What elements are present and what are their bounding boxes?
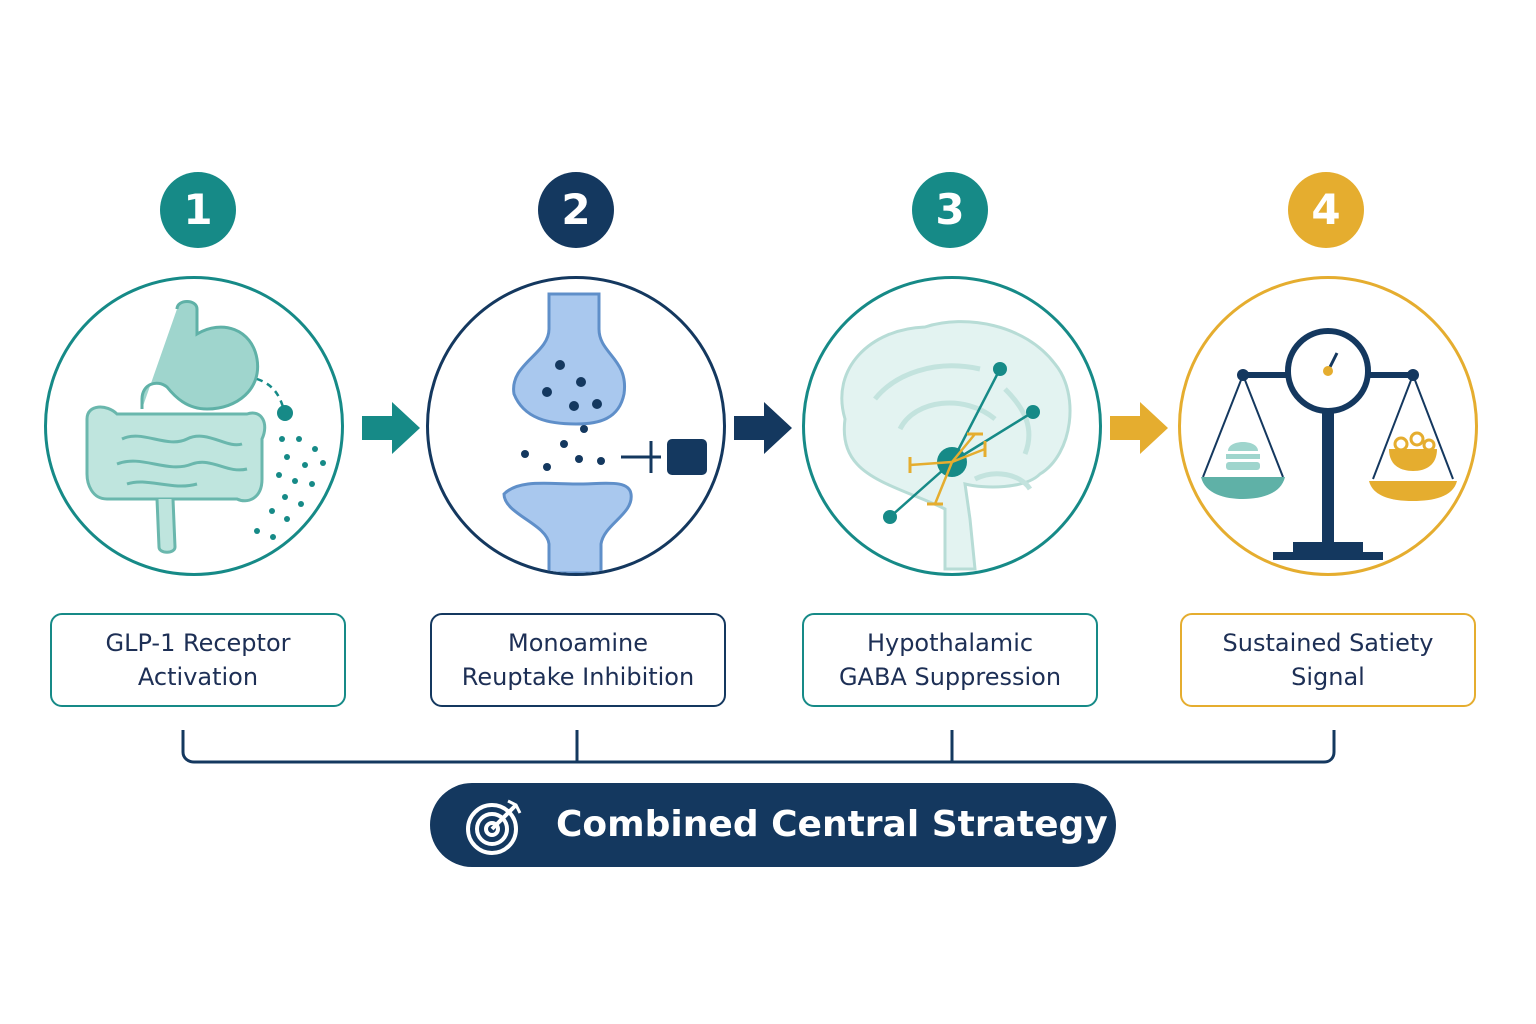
- synapse-icon: [502, 292, 707, 573]
- step-3-label: Hypothalamic GABA Suppression: [802, 613, 1098, 707]
- combined-strategy-banner: Combined Central Strategy: [430, 783, 1116, 867]
- step-3-label-line2: GABA Suppression: [838, 663, 1062, 691]
- step-4-number-badge: 4: [1288, 172, 1364, 248]
- arrow-1-to-2: [362, 402, 420, 454]
- step-1-label: GLP-1 Receptor Activation: [50, 613, 346, 707]
- arrow-2-to-3: [734, 402, 792, 454]
- step-4-label-line1: Sustained Satiety: [1222, 629, 1434, 657]
- step-3-label-line1: Hypothalamic: [866, 629, 1034, 657]
- digestive-tract-icon: [85, 300, 326, 554]
- step-1-label-line2: Activation: [137, 663, 259, 691]
- target-icon: [466, 799, 522, 855]
- step-1-number-badge: 1: [160, 172, 236, 248]
- step-2-label-line1: Monoamine: [507, 629, 648, 657]
- step-4-label: Sustained Satiety Signal: [1180, 613, 1476, 707]
- step-2-label-line2: Reuptake Inhibition: [461, 663, 695, 691]
- brain-icon: [840, 320, 1072, 571]
- step-2-number-badge: 2: [538, 172, 614, 248]
- step-1-circle: [44, 276, 344, 576]
- combined-strategy-label: Combined Central Strategy: [556, 804, 1108, 845]
- step-4-circle: [1178, 276, 1478, 576]
- step-1-label-line1: GLP-1 Receptor: [105, 629, 291, 657]
- step-4-label-line2: Signal: [1291, 663, 1365, 691]
- step-2-label: Monoamine Reuptake Inhibition: [430, 613, 726, 707]
- step-2-circle: [426, 276, 726, 576]
- balance-scale-icon: [1201, 328, 1457, 560]
- step-3-circle: [802, 276, 1102, 576]
- step-3-number-badge: 3: [912, 172, 988, 248]
- arrow-3-to-4: [1110, 402, 1168, 454]
